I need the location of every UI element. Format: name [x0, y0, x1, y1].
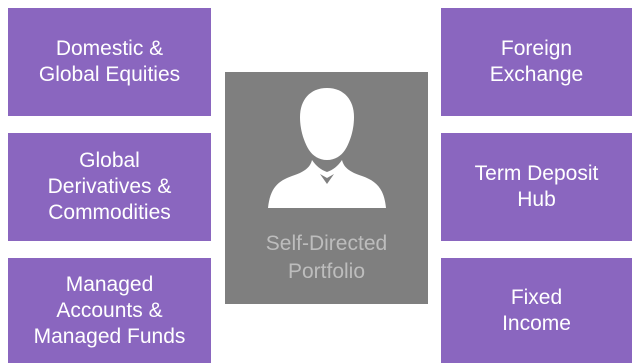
person-icon	[268, 88, 386, 208]
tile-label: Global Derivatives & Commodities	[47, 149, 172, 224]
tile-label: Foreign Exchange	[489, 37, 584, 86]
tile-fixed-income: Fixed Income	[441, 258, 632, 363]
tile-global-derivatives-commodities: Global Derivatives & Commodities	[8, 133, 211, 241]
center-label: Self-Directed Portfolio	[265, 232, 388, 283]
tile-label: Term Deposit Hub	[474, 162, 599, 211]
tile-term-deposit-hub: Term Deposit Hub	[441, 133, 632, 241]
tile-domestic-global-equities: Domestic & Global Equities	[8, 8, 211, 116]
tile-label: Managed Accounts & Managed Funds	[33, 272, 186, 348]
tile-foreign-exchange: Foreign Exchange	[441, 8, 632, 116]
tile-managed-accounts-funds: Managed Accounts & Managed Funds	[8, 258, 211, 363]
self-directed-portfolio-card: Self-Directed Portfolio	[225, 72, 428, 304]
tile-label: Fixed Income	[502, 285, 571, 335]
tile-label: Domestic & Global Equities	[38, 37, 181, 86]
